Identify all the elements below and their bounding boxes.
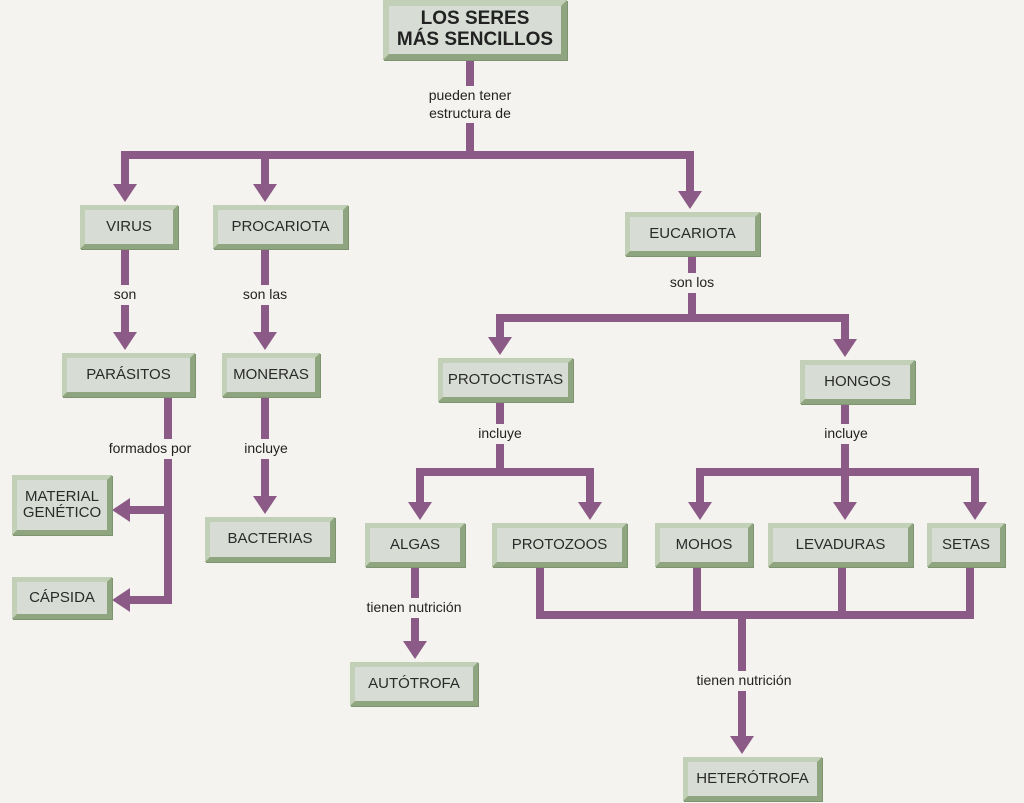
node-hongos: HONGOS <box>800 360 915 404</box>
node-algas: ALGAS <box>365 523 465 567</box>
title-line1: LOS SERES <box>420 8 530 30</box>
node-label: LEVADURAS <box>795 535 886 553</box>
arrowhead-icon <box>253 184 277 202</box>
node-virus: VIRUS <box>80 205 178 249</box>
link-label-formados-por: formados por <box>105 439 195 459</box>
node-label: PARÁSITOS <box>86 365 171 383</box>
link-label-line: pueden tener <box>428 87 512 103</box>
node-label: GENÉTICO <box>22 504 102 521</box>
arrowhead-icon <box>963 502 987 520</box>
node-label: AUTÓTROFA <box>368 674 460 692</box>
node-label: HONGOS <box>824 372 891 390</box>
arrowhead-icon <box>488 337 512 355</box>
link-label-son-las: son las <box>239 285 291 305</box>
arrowhead-icon <box>678 191 702 209</box>
link-label-son: son <box>110 285 140 305</box>
node-bacterias: BACTERIAS <box>205 517 335 562</box>
arrowhead-icon <box>833 502 857 520</box>
arrowhead-icon <box>112 588 130 612</box>
link-label-son-los: son los <box>666 273 718 293</box>
node-moneras: MONERAS <box>222 353 320 397</box>
link-label-line: estructura de <box>429 104 511 121</box>
node-label: VIRUS <box>106 217 152 235</box>
node-parasitos: PARÁSITOS <box>62 353 195 397</box>
node-label: CÁPSIDA <box>29 588 95 606</box>
node-procariota: PROCARIOTA <box>213 205 348 249</box>
node-label: HETERÓTROFA <box>696 769 809 787</box>
node-label: PROCARIOTA <box>231 217 330 235</box>
node-label: MONERAS <box>233 365 309 383</box>
arrowhead-icon <box>112 498 130 522</box>
node-label: EUCARIOTA <box>649 224 736 242</box>
node-label: MATERIAL <box>25 487 99 505</box>
node-protoctistas: PROTOCTISTAS <box>438 358 573 402</box>
node-label: PROTOCTISTAS <box>447 370 564 388</box>
node-label: ALGAS <box>389 535 441 553</box>
node-material-genetico: MATERIAL GENÉTICO <box>12 475 112 535</box>
arrowhead-icon <box>403 641 427 659</box>
arrowhead-icon <box>578 502 602 520</box>
arrowhead-icon <box>253 496 277 514</box>
arrowhead-icon <box>113 332 137 350</box>
arrowhead-icon <box>833 339 857 357</box>
node-autotrofa: AUTÓTROFA <box>350 662 478 706</box>
arrowhead-icon <box>253 332 277 350</box>
node-label: MOHOS <box>675 535 733 553</box>
root-node: LOS SERES MÁS SENCILLOS <box>383 0 567 60</box>
arrowhead-icon <box>688 502 712 520</box>
node-protozoos: PROTOZOOS <box>492 523 627 567</box>
node-eucariota: EUCARIOTA <box>625 212 760 256</box>
link-label-incluye-moneras: incluye <box>241 439 291 459</box>
link-label-incluye-protoctistas: incluye <box>475 424 525 444</box>
node-mohos: MOHOS <box>655 523 753 567</box>
arrowhead-icon <box>113 184 137 202</box>
node-label: PROTOZOOS <box>511 535 608 553</box>
link-label-incluye-hongos: incluye <box>821 424 871 444</box>
node-setas: SETAS <box>927 523 1005 567</box>
node-capsida: CÁPSIDA <box>12 577 112 619</box>
link-label-pueden: pueden tener estructura de <box>425 86 515 123</box>
node-levaduras: LEVADURAS <box>768 523 913 567</box>
node-heterotrofa: HETERÓTROFA <box>683 757 822 801</box>
node-label: SETAS <box>941 535 991 553</box>
link-label-nutricion-algas: tienen nutrición <box>363 598 465 618</box>
arrowhead-icon <box>730 736 754 754</box>
title-line2: MÁS SENCILLOS <box>396 29 554 50</box>
node-label: BACTERIAS <box>227 530 313 548</box>
arrowhead-icon <box>408 502 432 520</box>
link-label-nutricion-hetero: tienen nutrición <box>693 671 795 691</box>
